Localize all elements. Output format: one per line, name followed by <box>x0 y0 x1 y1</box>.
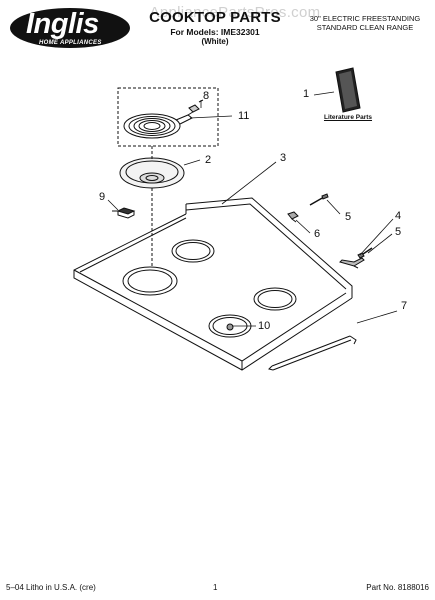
footer-print-info: 5–04 Litho in U.S.A. (cre) <box>6 583 96 592</box>
terminal-block <box>112 207 136 219</box>
callout-1: 1 <box>303 88 310 100</box>
footer-page-number: 1 <box>213 583 218 592</box>
callout-9: 9 <box>99 191 106 203</box>
brand-logo: Inglis HOME APPLIANCES <box>8 6 133 50</box>
callout-8: 8 <box>203 90 210 102</box>
drip-bowl <box>119 157 185 189</box>
callout-7: 7 <box>401 300 408 312</box>
hinge-screw-lower <box>357 247 373 259</box>
callout-3: 3 <box>280 152 287 164</box>
brand-name: Inglis <box>26 8 99 40</box>
logo-oval-icon <box>10 8 130 48</box>
callout-5-lower: 5 <box>395 226 402 238</box>
range-type-line-2: STANDARD CLEAN RANGE <box>316 23 414 32</box>
support-rod <box>268 335 357 371</box>
brand-tagline: HOME APPLIANCES <box>39 40 102 46</box>
color-line: (White) <box>201 37 229 46</box>
literature-parts-label: Literature Parts <box>323 114 373 121</box>
callout-10: 10 <box>258 320 271 332</box>
callout-2: 2 <box>205 154 212 166</box>
leader-lines <box>107 91 398 327</box>
range-type-line-1: 30" ELECTRIC FREESTANDING <box>309 14 421 23</box>
callout-11: 11 <box>238 110 250 122</box>
element-assembly-box <box>117 87 219 147</box>
surface-element-coil <box>123 109 197 139</box>
element-receptacle <box>188 99 204 113</box>
cooktop-panel <box>73 197 353 371</box>
watermark: AppliancePartsPros.com <box>149 4 321 21</box>
page-title: COOKTOP PARTS <box>149 9 281 26</box>
callout-4: 4 <box>395 210 402 222</box>
models-line: For Models: IME32301 <box>170 27 260 37</box>
hinge-screw-upper <box>309 193 329 206</box>
literature-booklet <box>335 67 361 113</box>
callout-5-upper: 5 <box>345 211 352 223</box>
callout-6: 6 <box>314 228 321 240</box>
footer-part-number: Part No. 8188016 <box>366 583 429 592</box>
hinge-bracket <box>339 257 365 269</box>
hinge-clip <box>287 211 299 223</box>
